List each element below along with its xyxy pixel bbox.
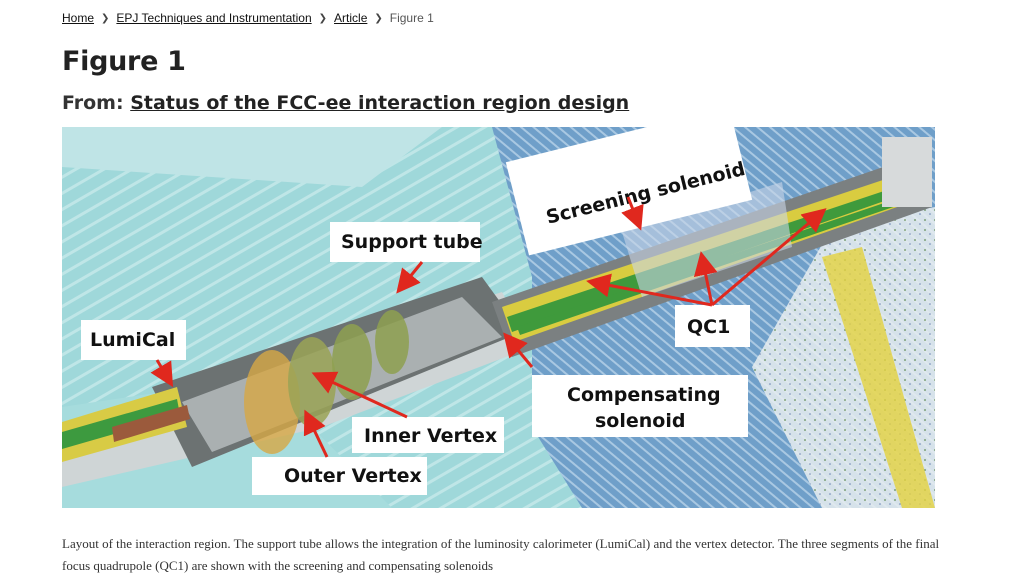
breadcrumb-home-link[interactable]: Home [62, 11, 95, 25]
breadcrumb-current: Figure 1 [389, 11, 434, 25]
article-title-link[interactable]: Status of the FCC-ee interaction region … [130, 92, 630, 114]
svg-text:Outer Vertex: Outer Vertex [284, 465, 422, 487]
chevron-right-icon: ❯ [374, 12, 383, 24]
label-compensating-solenoid: Compensating solenoid [532, 375, 748, 437]
label-outer-vertex: Outer Vertex [252, 457, 427, 495]
label-lumical: LumiCal [81, 320, 186, 360]
chevron-right-icon: ❯ [101, 12, 110, 24]
figure-illustration: Screening solenoid Support tube LumiCal … [62, 127, 935, 508]
from-prefix: From: [62, 92, 124, 114]
figure-caption: Layout of the interaction region. The su… [62, 536, 940, 573]
svg-text:Support tube: Support tube [341, 231, 483, 253]
breadcrumb: Home ❯ EPJ Techniques and Instrumentatio… [62, 11, 434, 25]
label-inner-vertex: Inner Vertex [352, 417, 504, 453]
figure-image[interactable]: Screening solenoid Support tube LumiCal … [62, 127, 935, 508]
svg-text:Compensating: Compensating [567, 384, 721, 406]
from-line: From: Status of the FCC-ee interaction r… [62, 92, 629, 114]
svg-text:QC1: QC1 [687, 316, 730, 338]
svg-text:solenoid: solenoid [595, 410, 685, 432]
svg-text:LumiCal: LumiCal [90, 329, 175, 351]
breadcrumb-article-link[interactable]: Article [334, 11, 368, 25]
label-qc1: QC1 [675, 305, 750, 347]
svg-text:Inner Vertex: Inner Vertex [364, 425, 497, 447]
chevron-right-icon: ❯ [318, 12, 328, 24]
annotation-arrows [150, 196, 827, 458]
breadcrumb-journal-link[interactable]: EPJ Techniques and Instrumentation [116, 11, 312, 25]
page-title: Figure 1 [62, 46, 186, 77]
label-support-tube: Support tube [330, 222, 483, 262]
